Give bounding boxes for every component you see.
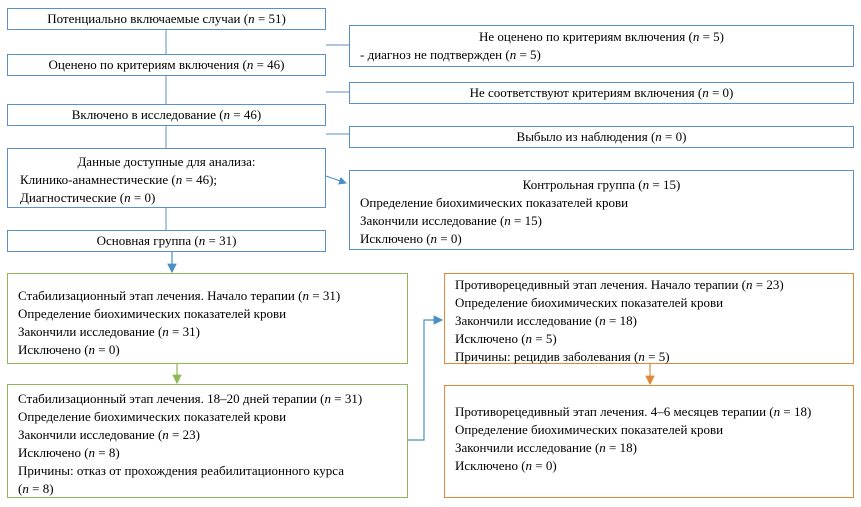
box-stab-18-20: Стабилизационный этап лечения. 18–20 дне… bbox=[7, 384, 408, 498]
anti-start-finished: Закончили исследование (n = 18) bbox=[455, 313, 637, 328]
box-anti-4-6: Противорецедивный этап лечения. 4–6 меся… bbox=[444, 385, 854, 498]
stab-18-20-title: Стабилизационный этап лечения. 18–20 дне… bbox=[18, 391, 363, 406]
stab-18-20-reasons-count: (n = 8) bbox=[18, 481, 54, 496]
control-title: Контрольная группа (n = 15) bbox=[522, 177, 681, 192]
box-available: Данные доступные для анализа: Клинико-ан… bbox=[7, 148, 326, 208]
evaluated-text: Оценено по критериям включения (n = 46) bbox=[48, 57, 285, 72]
included-text: Включено в исследование (n = 46) bbox=[71, 107, 262, 122]
not-evaluated-title: Не оценено по критериям включения (n = 5… bbox=[478, 29, 725, 44]
anti-start-excluded: Исключено (n = 5) bbox=[455, 331, 557, 346]
anti-4-6-biochem: Определение биохимических показателей кр… bbox=[455, 422, 724, 437]
not-evaluated-detail: - диагноз не подтвержден (n = 5) bbox=[360, 47, 541, 62]
box-stab-start: Стабилизационный этап лечения. Начало те… bbox=[7, 273, 408, 364]
arrow-to-anti bbox=[408, 315, 444, 441]
stab-start-title: Стабилизационный этап лечения. Начало те… bbox=[18, 288, 341, 303]
anti-4-6-title: Противорецедивный этап лечения. 4–6 меся… bbox=[455, 404, 812, 419]
anti-start-reasons: Причины: рецидив заболевания (n = 5) bbox=[455, 349, 670, 364]
available-title: Данные доступные для анализа: bbox=[77, 154, 256, 169]
control-excluded: Исключено (n = 0) bbox=[360, 231, 462, 246]
potential-text: Потенциально включаемые случаи (n = 51) bbox=[47, 11, 286, 26]
box-potential: Потенциально включаемые случаи (n = 51) bbox=[7, 8, 326, 30]
available-clinical: Клинико-анамнестические (n = 46); bbox=[20, 172, 218, 187]
main-group-text: Основная группа (n = 31) bbox=[96, 233, 237, 248]
dropped-text: Выбыло из наблюдения (n = 0) bbox=[516, 129, 687, 144]
stab-18-20-biochem: Определение биохимических показателей кр… bbox=[18, 409, 287, 424]
stab-18-20-finished: Закончили исследование (n = 23) bbox=[18, 427, 200, 442]
box-dropped: Выбыло из наблюдения (n = 0) bbox=[349, 126, 854, 148]
stab-start-excluded: Исключено (n = 0) bbox=[18, 342, 120, 357]
stab-start-biochem: Определение биохимических показателей кр… bbox=[18, 306, 287, 321]
box-control-group: Контрольная группа (n = 15) Определение … bbox=[349, 170, 854, 250]
anti-start-biochem: Определение биохимических показателей кр… bbox=[455, 295, 724, 310]
box-not-meet: Не соответствуют критериям включения (n … bbox=[349, 82, 854, 104]
available-diagnostic: Диагностические (n = 0) bbox=[20, 190, 156, 205]
not-meet-text: Не соответствуют критериям включения (n … bbox=[469, 85, 734, 100]
anti-start-title: Противорецедивный этап лечения. Начало т… bbox=[455, 277, 784, 292]
anti-4-6-finished: Закончили исследование (n = 18) bbox=[455, 440, 637, 455]
box-included: Включено в исследование (n = 46) bbox=[7, 104, 326, 126]
box-anti-start: Противорецедивный этап лечения. Начало т… bbox=[444, 273, 854, 364]
control-finished: Закончили исследование (n = 15) bbox=[360, 213, 542, 228]
arrow-to-control bbox=[325, 175, 347, 185]
box-not-evaluated: Не оценено по критериям включения (n = 5… bbox=[349, 25, 854, 67]
stab-18-20-reasons: Причины: отказ от прохождения реабилитац… bbox=[18, 463, 345, 478]
stab-18-20-excluded: Исключено (n = 8) bbox=[18, 445, 120, 460]
anti-4-6-excluded: Исключено (n = 0) bbox=[455, 458, 557, 473]
box-evaluated: Оценено по критериям включения (n = 46) bbox=[7, 54, 326, 76]
control-biochem: Определение биохимических показателей кр… bbox=[360, 195, 629, 210]
stab-start-finished: Закончили исследование (n = 31) bbox=[18, 324, 200, 339]
box-main-group: Основная группа (n = 31) bbox=[7, 230, 326, 252]
